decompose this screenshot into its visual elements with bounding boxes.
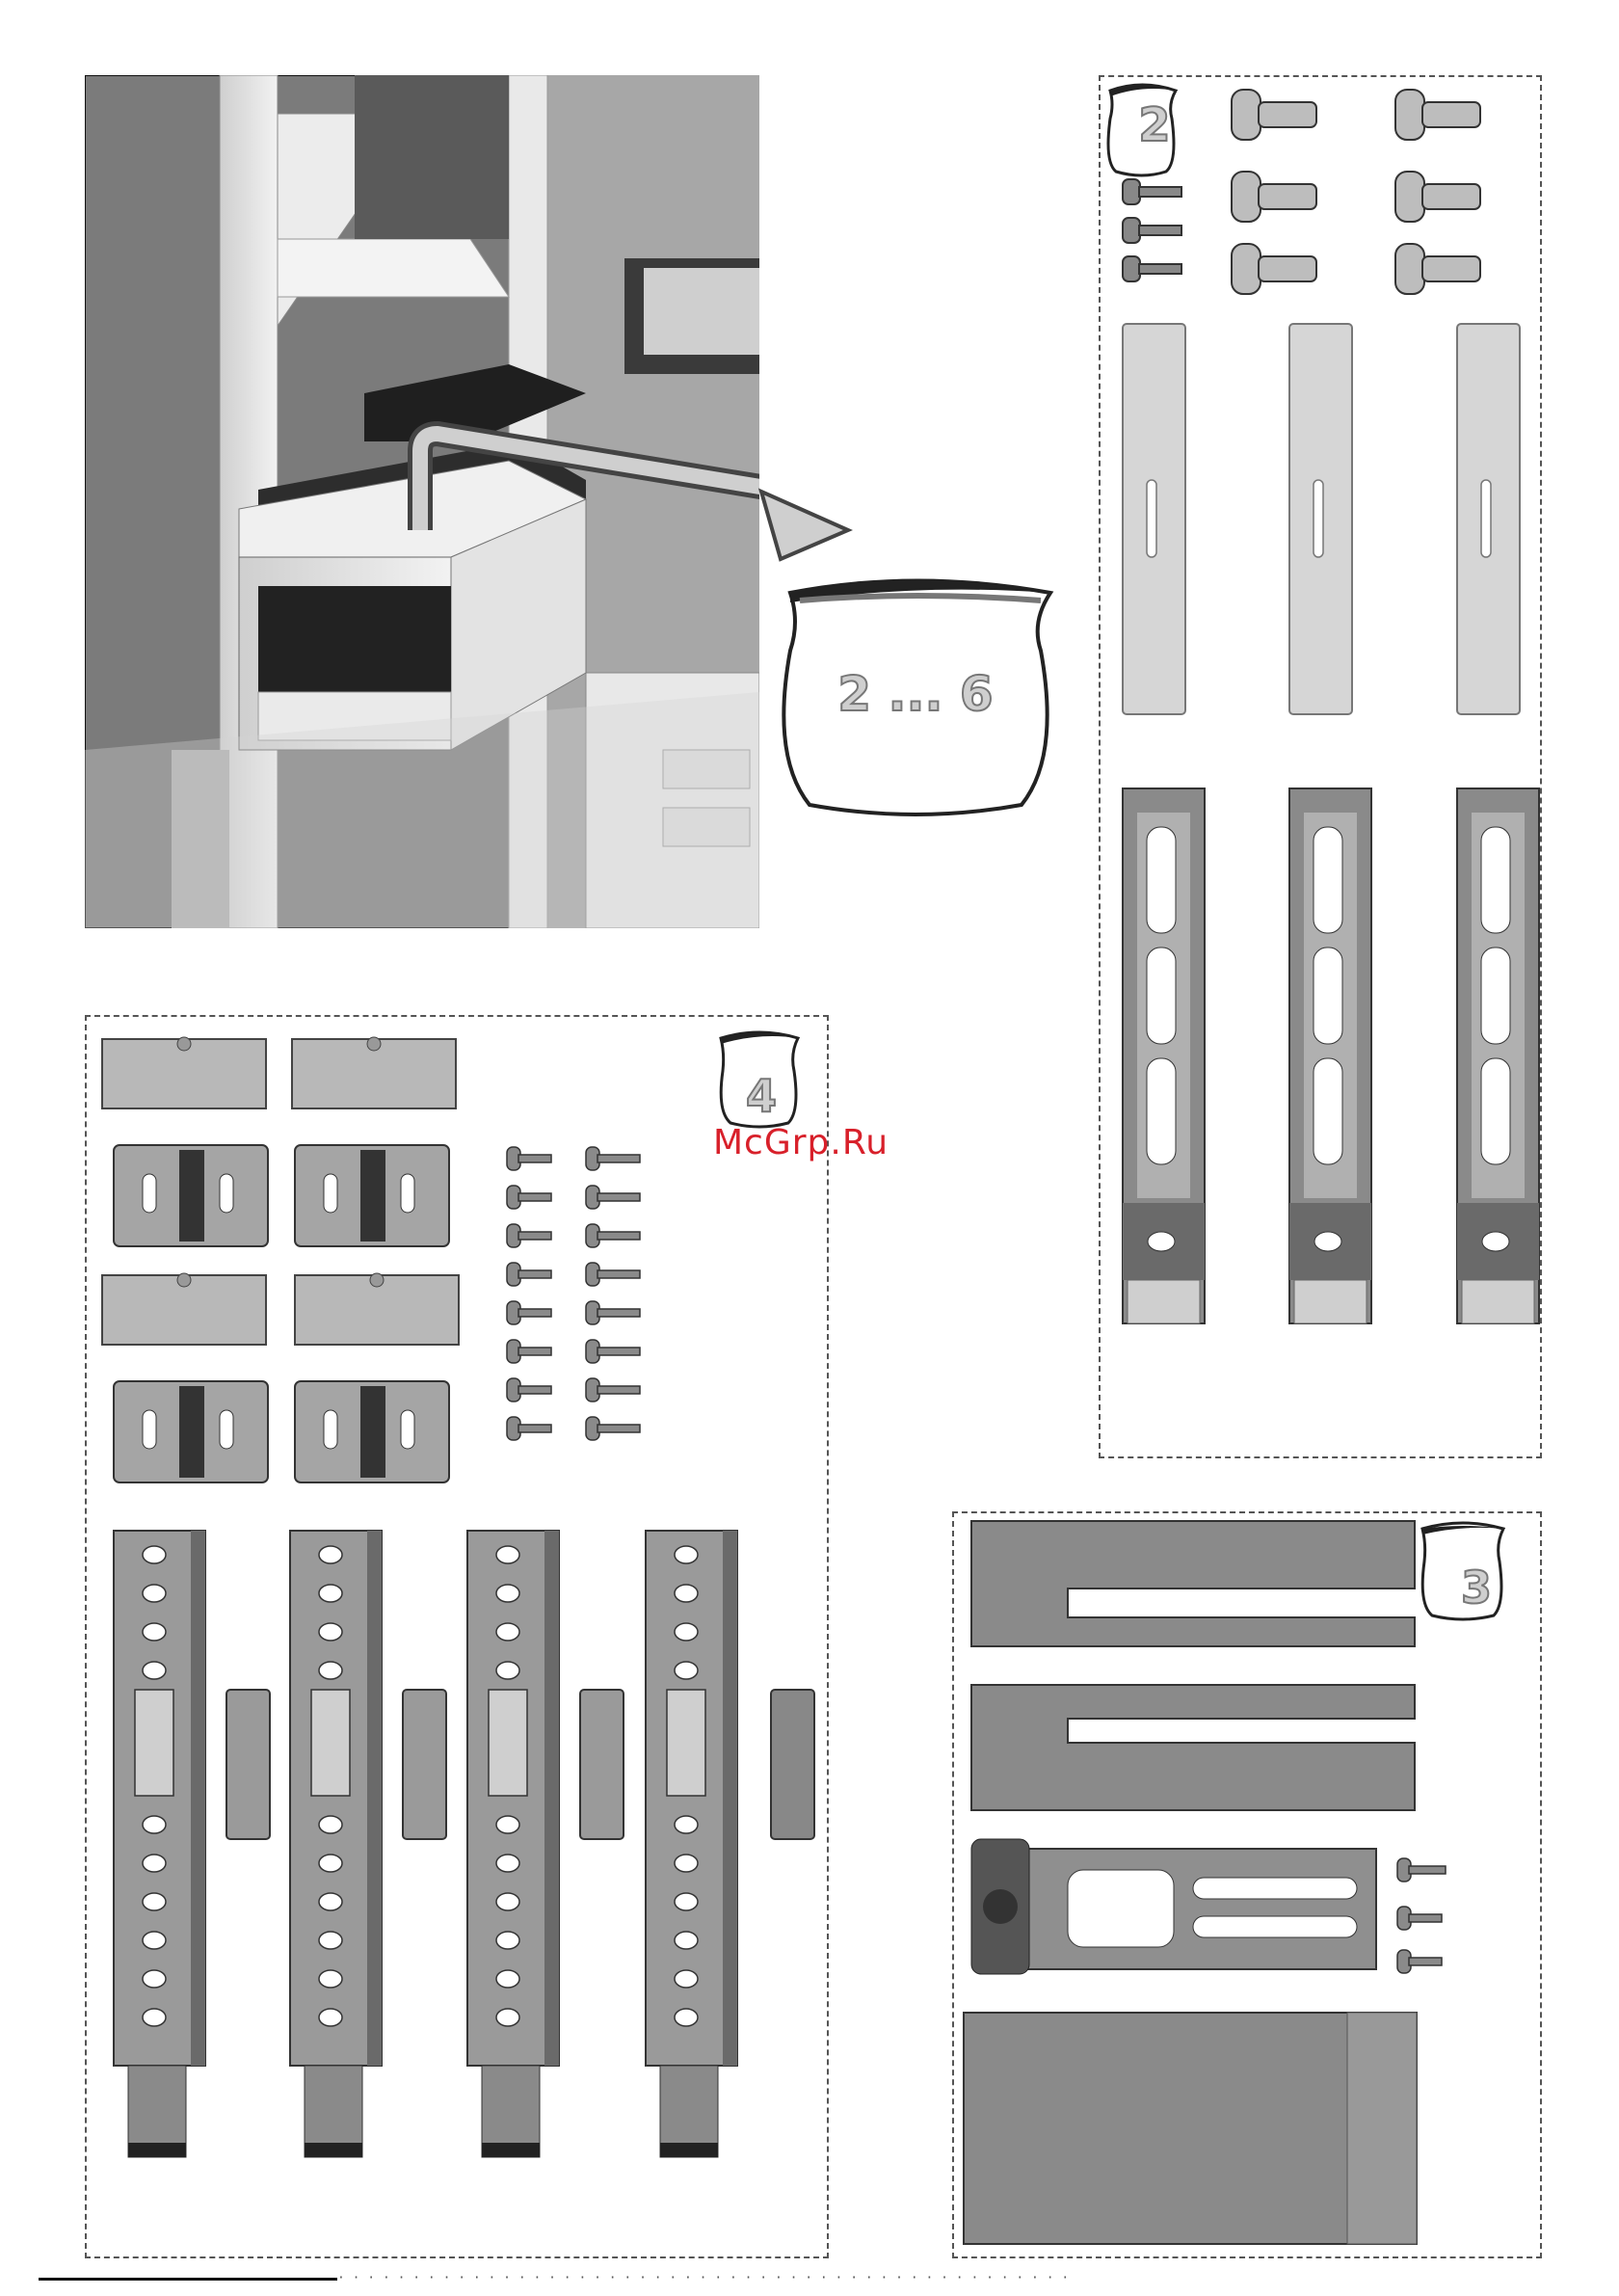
bag-label: 2 ... 6 [837, 666, 993, 722]
kit-2-number: 2 [1126, 98, 1183, 152]
watermark: McGrp.Ru [713, 1123, 889, 1162]
kit-4-number: 4 [732, 1070, 790, 1122]
footer-rule [39, 2278, 337, 2281]
kit-3-parts [952, 1511, 1542, 2258]
kit-2-parts [1099, 75, 1542, 1458]
fridge-drawer-illustration [85, 75, 759, 928]
arrow-to-bag [752, 463, 887, 569]
kit-4-parts [85, 1015, 829, 2258]
kit-3-number: 3 [1447, 1562, 1505, 1614]
parts-bag-icon: 2 ... 6 [771, 564, 1060, 824]
footer-text: · · · · · · · · · · · · · · · · · · · · … [337, 2271, 1069, 2285]
